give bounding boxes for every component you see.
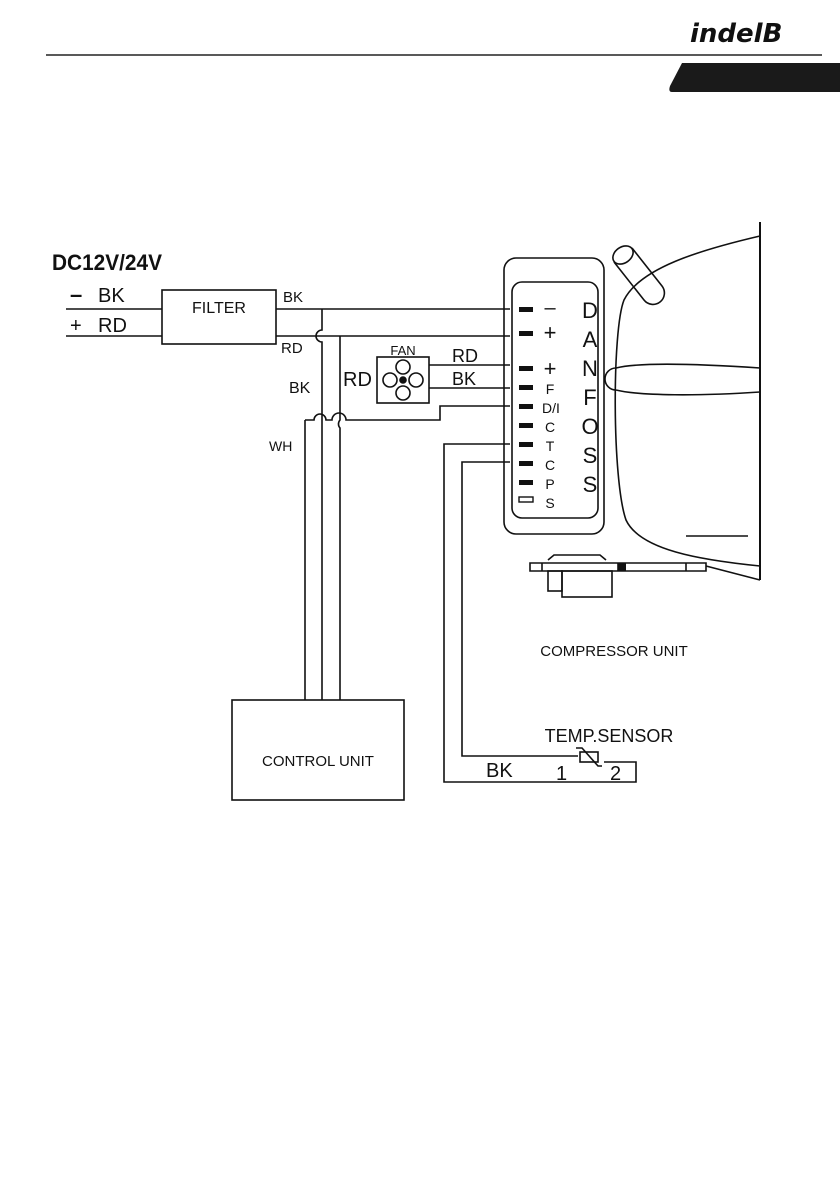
filter-label: FILTER <box>192 300 246 317</box>
supply-voltage-label: DC12V/24V <box>52 250 162 275</box>
terminal-t-label: T <box>546 438 555 454</box>
terminal-s-label: S <box>545 495 554 511</box>
control-unit-label: CONTROL UNIT <box>262 753 374 770</box>
danfoss-brand: D A N F O S S <box>581 298 598 497</box>
terminal-c2-label: C <box>545 457 555 473</box>
section-tab <box>669 63 840 92</box>
svg-text:D: D <box>582 298 598 323</box>
temp-sensor-label: TEMP.SENSOR <box>545 726 674 746</box>
svg-text:A: A <box>583 327 598 352</box>
sensor-bk-label: BK <box>486 760 513 782</box>
input-bk-label: BK <box>98 285 125 307</box>
filter-out-rd-label: RD <box>281 340 303 357</box>
svg-text:F: F <box>583 385 596 410</box>
input-rd-label: RD <box>98 315 127 337</box>
terminal-plus-label: + <box>544 320 557 345</box>
thermistor-icon <box>576 748 602 766</box>
terminal-f-label: F <box>546 381 555 397</box>
sensor-pin-1: 1 <box>556 763 567 785</box>
control-unit-box <box>232 700 404 800</box>
fan-rd-label: RD <box>452 346 478 366</box>
terminal-connectors <box>519 307 533 502</box>
base-marker <box>618 563 626 571</box>
fan-label: FAN <box>390 343 415 358</box>
bus-wire-rd <box>338 336 340 700</box>
indelb-logo: indelB <box>690 19 782 49</box>
positive-sign: + <box>70 315 82 337</box>
fan-icon <box>383 360 423 400</box>
sensor-pin-2: 2 <box>610 763 621 785</box>
bus-wire-wh <box>305 406 510 420</box>
svg-text:N: N <box>582 356 598 381</box>
filter-out-bk-label: BK <box>283 289 303 306</box>
terminal-minus-label: – <box>544 297 556 319</box>
svg-text:S: S <box>583 472 598 497</box>
terminal-di-label: D/I <box>542 400 560 416</box>
bus-wh-label: WH <box>269 438 292 454</box>
svg-text:S: S <box>583 443 598 468</box>
terminal-fan-plus-label: + <box>544 356 557 381</box>
terminal-c1-label: C <box>545 419 555 435</box>
terminal-p-label: P <box>545 476 554 492</box>
negative-sign: – <box>70 282 82 307</box>
filter-box <box>162 290 276 344</box>
bus-rd-label: RD <box>343 369 372 391</box>
sensor-wire-c <box>462 462 578 756</box>
bus-bk-label: BK <box>289 380 311 397</box>
compressor-body <box>530 222 760 597</box>
fan-bk-label: BK <box>452 369 476 389</box>
compressor-unit-label: COMPRESSOR UNIT <box>540 643 688 660</box>
svg-text:O: O <box>581 414 598 439</box>
bus-wire-bk <box>316 309 322 700</box>
